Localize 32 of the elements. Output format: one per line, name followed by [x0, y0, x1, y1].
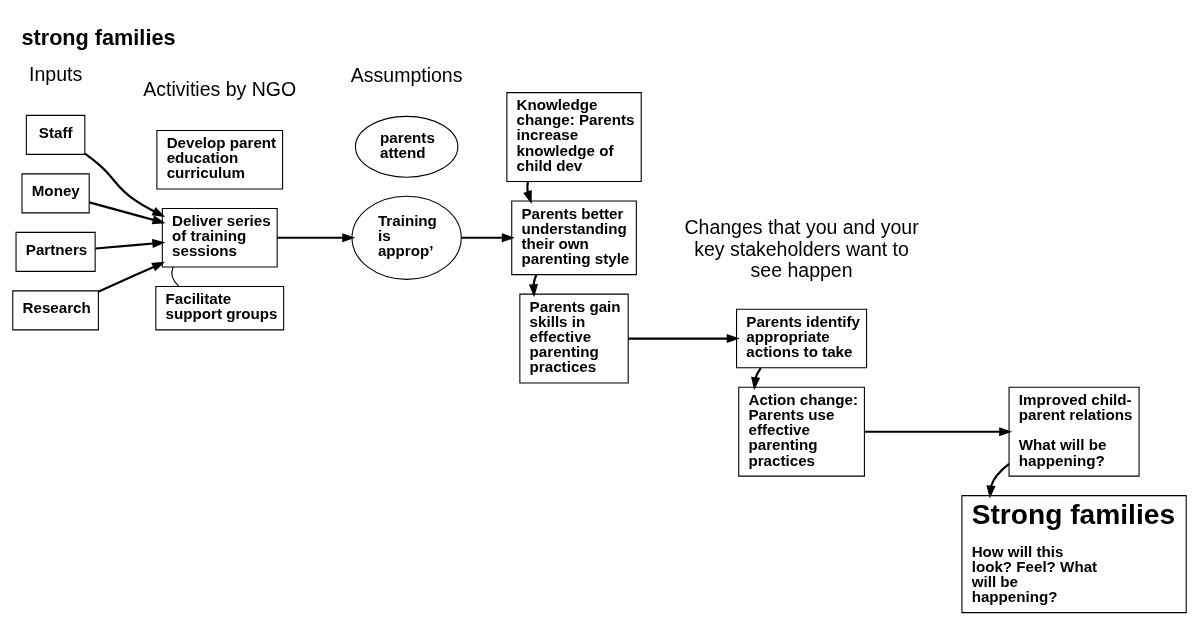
arrow	[523, 181, 532, 204]
node-box: Partners	[15, 231, 96, 272]
node-box: Deliver series of training sessions	[161, 207, 278, 268]
arrow	[277, 232, 356, 242]
label: Assumptions	[350, 63, 463, 86]
node-ellipse: Training is approp’	[351, 195, 462, 280]
label: Activities by NGO	[143, 77, 297, 100]
node-box: Parents better understanding their own parenting style	[511, 199, 637, 275]
node-ellipse: parents attend	[354, 115, 459, 178]
arrow	[84, 152, 166, 217]
arrow	[98, 261, 166, 292]
connector	[171, 266, 180, 287]
arrow	[461, 232, 515, 242]
node-box: Parents identify appropriate actions to take	[736, 308, 868, 368]
node-box: Develop parent education curriculum	[156, 129, 284, 190]
diagram-title: strong families	[21, 24, 176, 50]
node-box: Staff	[25, 114, 86, 155]
arrow	[95, 238, 166, 250]
node-box: Action change: Parents use effective parenting practices	[738, 386, 865, 477]
node-box: Knowledge change: Parents increase knowledge of child dev	[506, 91, 642, 182]
node-box: Money	[21, 172, 90, 213]
arrow	[628, 333, 740, 343]
node-box: Research	[12, 289, 99, 330]
arrow	[864, 426, 1013, 436]
label: Changes that you and your key stakeholders want to see happen	[684, 215, 919, 281]
node-box: Facilitate support groups	[155, 285, 285, 330]
arrow	[89, 200, 166, 224]
node-box: Parents gain skills in effective parenting practices	[519, 293, 629, 383]
node-box: Improved child-parent relations What will be happening?	[1008, 386, 1140, 477]
arrow	[986, 462, 1010, 499]
node-box: Strong families How will this look? Feel? What will be happening?	[961, 494, 1187, 613]
label: Inputs	[29, 62, 83, 85]
